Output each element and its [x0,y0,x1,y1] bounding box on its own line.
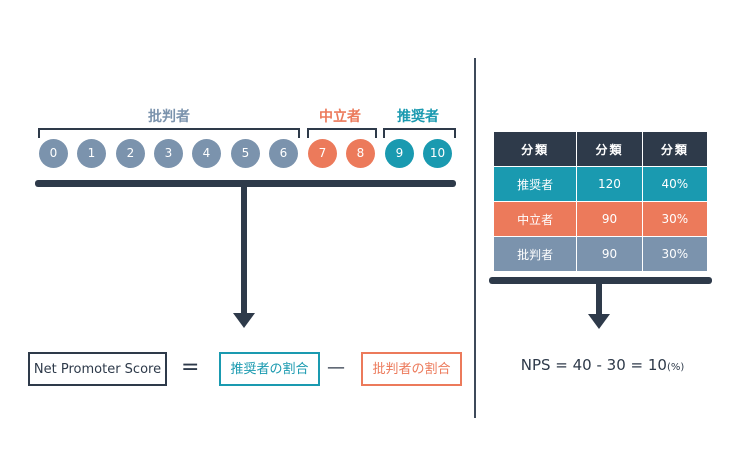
scale-baseline-bar [35,180,456,187]
table-header-cell: 分類 [492,131,578,167]
table-cell-percent: 40% [641,166,709,202]
score-5-circle: 5 [231,139,260,168]
detractor-bracket [38,128,300,138]
table-baseline-bar [489,277,712,284]
nps-result-text: NPS = 40 - 30 = 10 [520,356,667,374]
left-arrow-head [233,313,255,328]
right-arrow-head [588,314,610,329]
nps-result-unit: (%) [666,362,685,373]
promoter-ratio-box: 推奨者の割合 [219,352,320,386]
nps-result: NPS = 40 - 30 = 10(%) [505,356,700,374]
table-header-row: 分類 分類 分類 [492,131,709,167]
equals-sign: = [181,355,200,380]
table-header-cell: 分類 [641,131,709,167]
score-10-circle: 10 [423,139,452,168]
table-cell-count: 90 [576,201,643,237]
score-3-circle: 3 [154,139,183,168]
table-cell-count: 120 [576,166,643,202]
score-8-circle: 8 [346,139,375,168]
table-row-passive: 中立者 90 30% [492,201,709,237]
score-1-circle: 1 [77,139,106,168]
left-arrow-shaft [241,186,247,314]
score-7-circle: 7 [308,139,337,168]
promoter-bracket [383,128,456,138]
table-cell-category: 推奨者 [492,166,578,202]
nps-table: 分類 分類 分類 推奨者 120 40% 中立者 90 30% 批判者 90 3… [492,131,709,272]
table-cell-category: 批判者 [492,236,578,272]
score-0-circle: 0 [39,139,68,168]
table-cell-percent: 30% [641,201,709,237]
passive-group-label: 中立者 [319,109,361,125]
score-4-circle: 4 [192,139,221,168]
table-header-cell: 分類 [576,131,643,167]
right-arrow-shaft [596,283,602,315]
table-cell-count: 90 [576,236,643,272]
promoter-group-label: 推奨者 [397,109,439,125]
score-9-circle: 9 [385,139,414,168]
score-2-circle: 2 [116,139,145,168]
passive-bracket [307,128,377,138]
nps-label-box: Net Promoter Score [28,352,167,386]
detractor-group-label: 批判者 [148,109,190,125]
minus-sign: — [327,357,345,378]
table-row-promoter: 推奨者 120 40% [492,166,709,202]
detractor-ratio-box: 批判者の割合 [361,352,462,386]
table-cell-percent: 30% [641,236,709,272]
vertical-divider [474,58,476,418]
table-cell-category: 中立者 [492,201,578,237]
table-row-detractor: 批判者 90 30% [492,236,709,272]
score-6-circle: 6 [269,139,298,168]
